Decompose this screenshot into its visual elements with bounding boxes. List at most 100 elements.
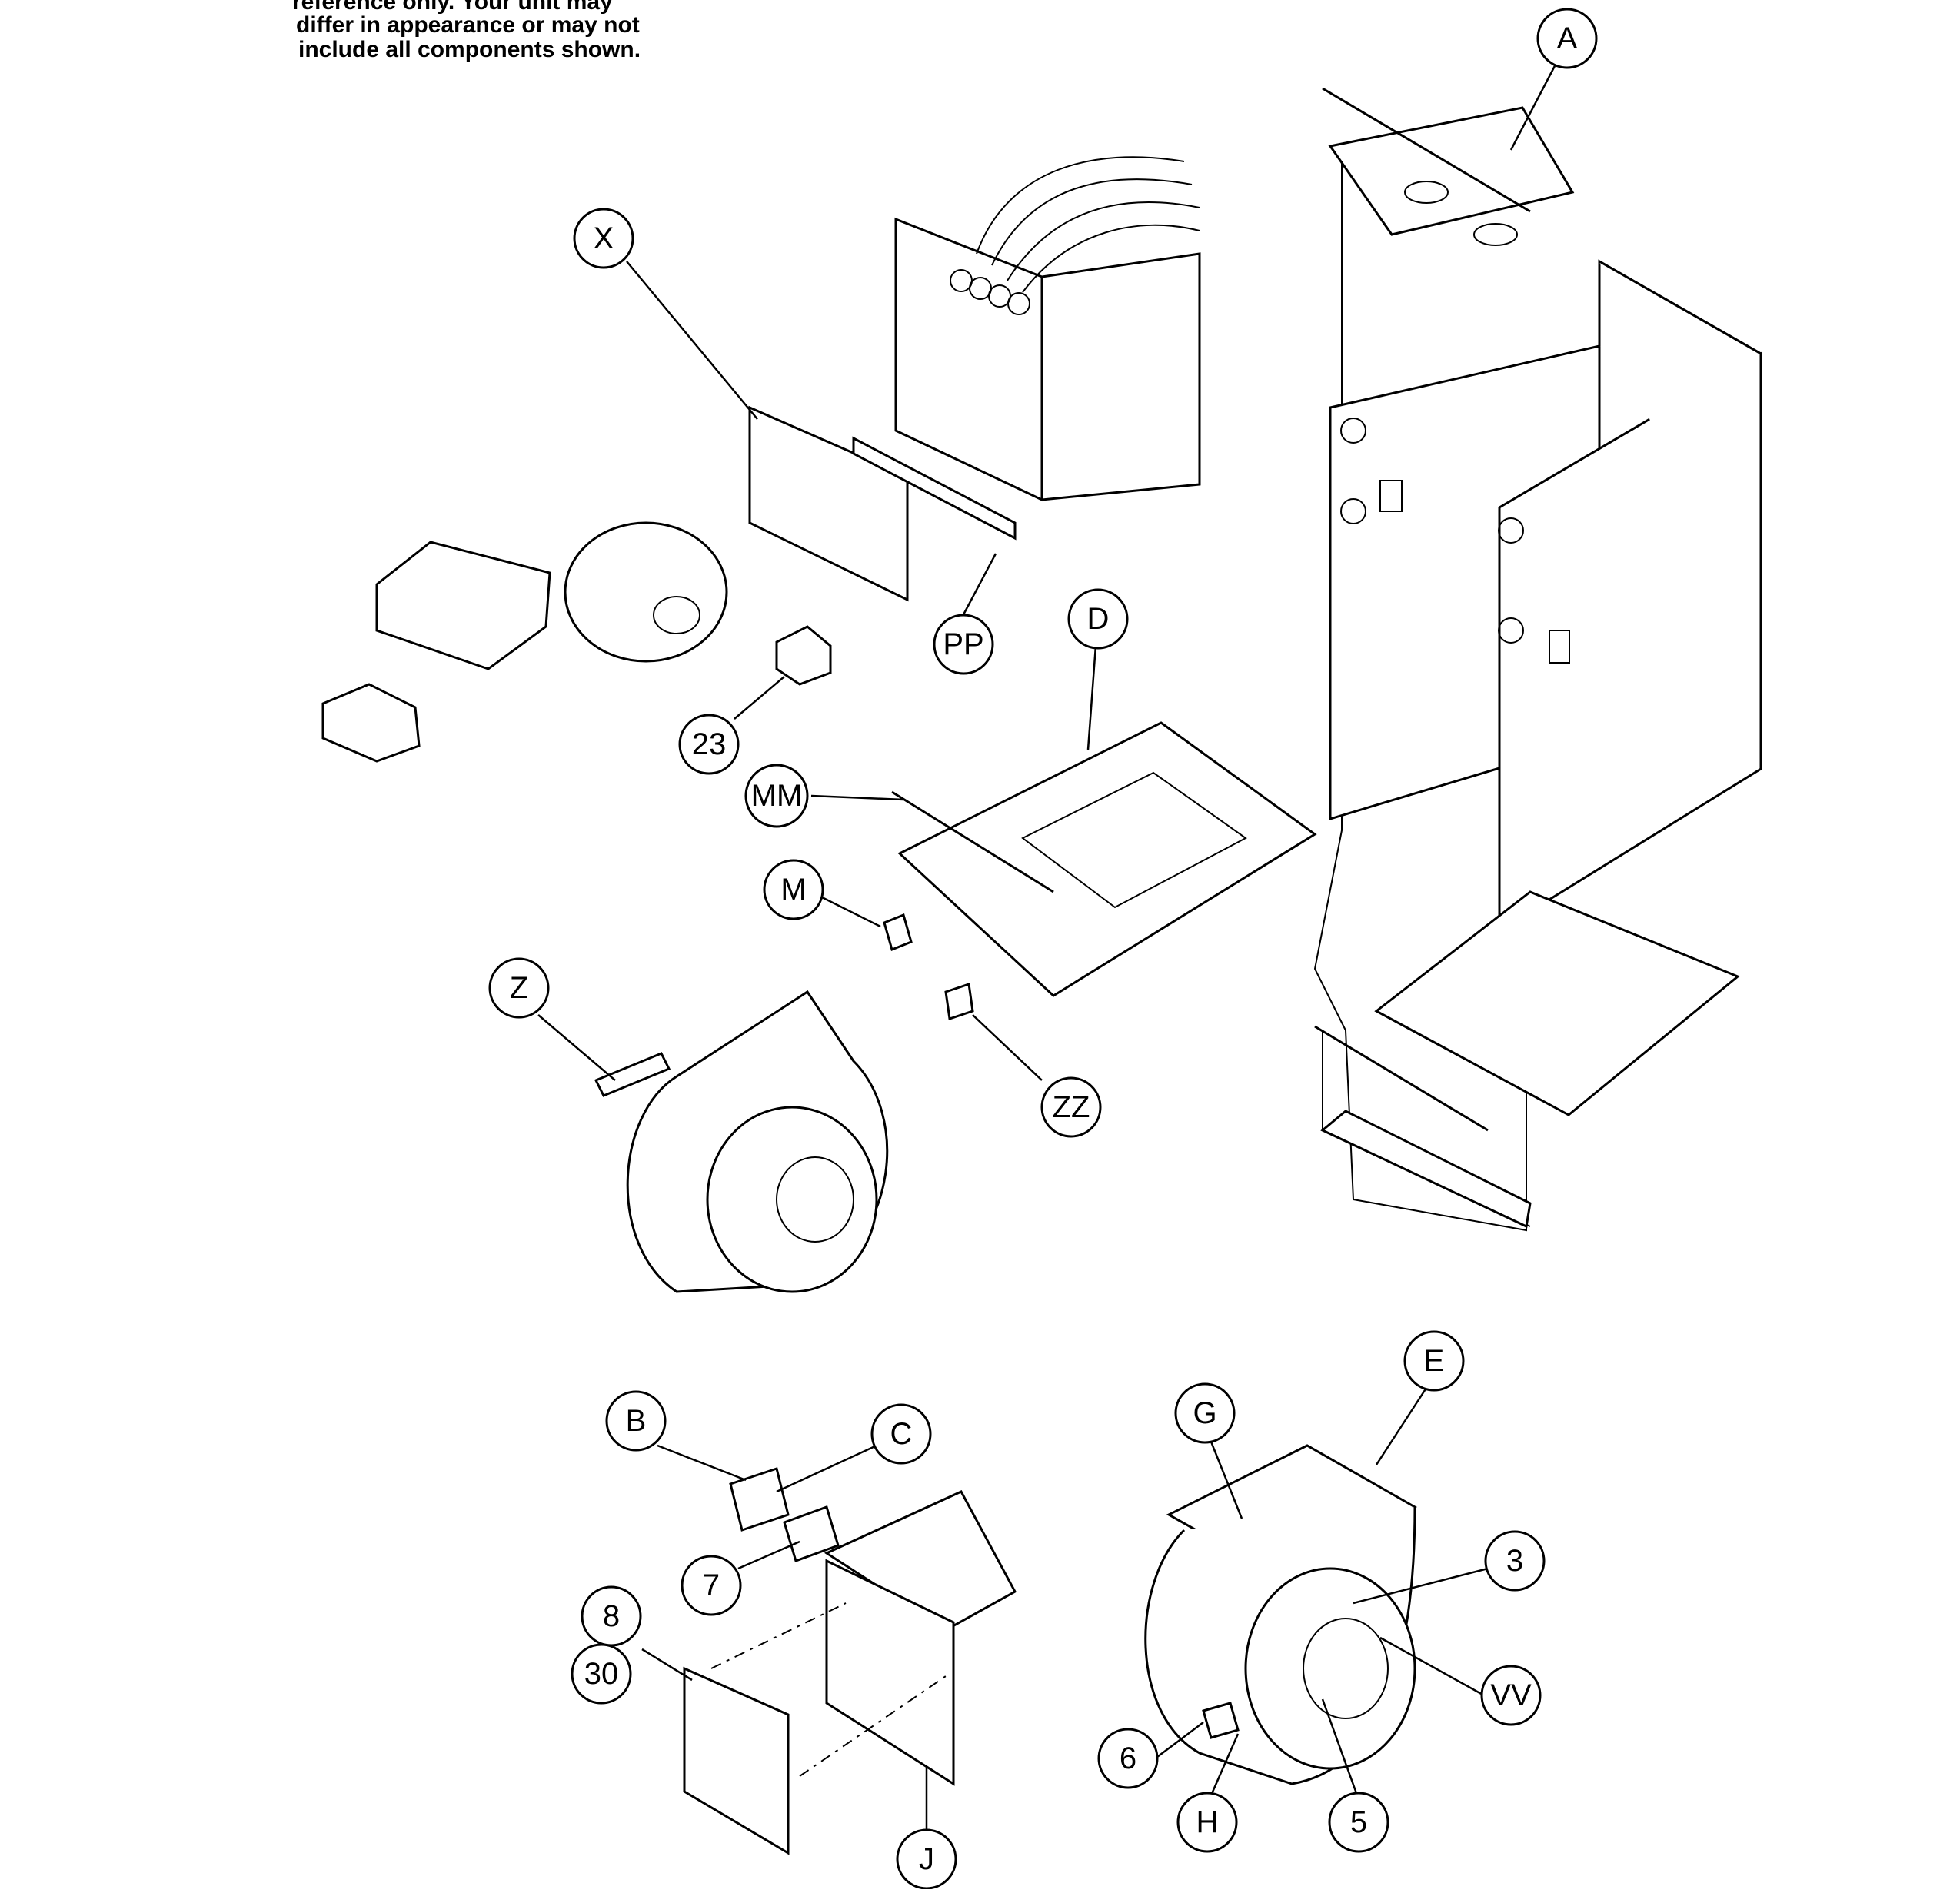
callout-3: 3 — [1484, 1530, 1546, 1592]
note-line-3: include all components shown. — [298, 37, 641, 62]
callout-label-ZZ: ZZ — [1053, 1090, 1090, 1124]
panel-hole — [1340, 418, 1366, 444]
top-panel — [1328, 106, 1575, 236]
inducer-outlet — [653, 596, 700, 634]
callout-MM: MM — [744, 764, 809, 828]
heat-exchanger-body — [1040, 252, 1201, 501]
panel-slot — [1549, 630, 1570, 664]
callout-label-J: J — [919, 1842, 934, 1876]
burner-assembly — [375, 541, 551, 670]
leader-G — [1210, 1441, 1243, 1519]
callout-G: G — [1174, 1382, 1236, 1444]
callout-VV: VV — [1480, 1665, 1542, 1726]
capacitor — [1202, 1702, 1240, 1739]
deck-rail — [891, 790, 1054, 893]
deck-opening — [1021, 771, 1247, 909]
leader-MM — [810, 794, 904, 801]
callout-8: 8 — [581, 1585, 642, 1647]
bottom-panel — [1374, 890, 1740, 1116]
callout-M: M — [763, 859, 824, 920]
panel-slot — [1379, 480, 1403, 512]
leader-lines — [537, 61, 1559, 1830]
callout-label-G: G — [1193, 1396, 1216, 1430]
leader-H — [1210, 1733, 1240, 1796]
callout-label-7: 7 — [703, 1569, 720, 1602]
callout-6: 6 — [1097, 1728, 1159, 1789]
blower-motor — [1303, 1618, 1389, 1719]
blower-deck — [897, 721, 1317, 997]
cabinet-back-edge — [1599, 260, 1762, 769]
callout-label-X: X — [594, 221, 614, 255]
leader-D — [1086, 645, 1097, 750]
callout-label-C: C — [890, 1417, 913, 1451]
base-channel — [1320, 1110, 1532, 1229]
alignment-line — [799, 1675, 947, 1777]
panel-hole — [1498, 517, 1524, 544]
callout-label-6: 6 — [1120, 1742, 1136, 1775]
inducer-motor — [564, 521, 728, 663]
callout-label-B: B — [626, 1404, 647, 1438]
callouts: A X PP D 23 MM M Z ZZ B C 7 8 30 J E G 3… — [488, 8, 1598, 1890]
leader-M — [818, 894, 881, 928]
panel-hole — [1340, 498, 1366, 524]
callout-Z: Z — [488, 957, 550, 1019]
callout-30: 30 — [571, 1643, 632, 1705]
blower-assembly-top — [594, 990, 889, 1293]
callout-label-PP: PP — [943, 627, 983, 661]
base-rail — [1314, 1025, 1489, 1132]
cabinet-assembly — [1313, 87, 1762, 1232]
callout-H: H — [1176, 1792, 1238, 1853]
leader-VV — [1379, 1636, 1485, 1697]
callout-label-5: 5 — [1350, 1805, 1367, 1839]
leader-X — [626, 261, 758, 420]
control-panel — [825, 1559, 955, 1786]
callout-label-MM: MM — [751, 779, 803, 813]
left-side-panel-outline — [1313, 161, 1527, 1232]
heat-exchanger-front-plate — [894, 217, 1043, 502]
burner-port — [1007, 292, 1030, 315]
blower-wheel-ring — [706, 1106, 878, 1293]
leader-3 — [1353, 1567, 1489, 1605]
callout-PP: PP — [933, 614, 994, 675]
callout-B: B — [605, 1390, 667, 1452]
leader-23 — [734, 676, 785, 720]
callout-E: E — [1403, 1330, 1465, 1392]
limit-switch — [883, 913, 913, 952]
control-board — [683, 1666, 790, 1855]
heat-exchanger-assembly — [321, 156, 1201, 763]
leader-E — [1375, 1387, 1428, 1465]
callout-label-23: 23 — [692, 727, 727, 761]
callout-label-D: D — [1087, 602, 1110, 636]
callout-5: 5 — [1328, 1792, 1389, 1853]
gasket-strip — [852, 436, 1017, 541]
callout-J: J — [896, 1828, 957, 1890]
callout-X: X — [573, 208, 634, 269]
relay-component — [729, 1467, 790, 1532]
leader-B — [657, 1444, 747, 1482]
collector-box-plate — [748, 405, 909, 602]
callout-label-8: 8 — [603, 1599, 620, 1633]
note-line-1: reference only. Your unit may — [292, 0, 613, 15]
transformer — [783, 1505, 840, 1562]
callout-A: A — [1536, 8, 1598, 69]
blower-motor — [776, 1156, 854, 1243]
blower-deck-assembly — [883, 721, 1317, 1020]
callout-7: 7 — [681, 1555, 742, 1616]
callout-label-M: M — [780, 873, 806, 907]
disclaimer-note: reference only. Your unit may differ in … — [292, 0, 641, 62]
blower-bracket — [594, 1052, 671, 1097]
door-switch — [944, 983, 974, 1020]
panel-hole — [1498, 617, 1524, 644]
top-panel-hole — [1404, 181, 1449, 204]
callout-23: 23 — [678, 714, 740, 775]
callout-label-E: E — [1424, 1344, 1445, 1378]
heat-exchanger-tubes — [976, 156, 1200, 293]
leader-8 — [641, 1648, 693, 1682]
pressure-switch — [775, 625, 832, 686]
gas-valve — [321, 683, 421, 763]
callout-label-Z: Z — [510, 971, 528, 1005]
callout-C: C — [870, 1403, 932, 1465]
leader-ZZ — [972, 1014, 1043, 1081]
